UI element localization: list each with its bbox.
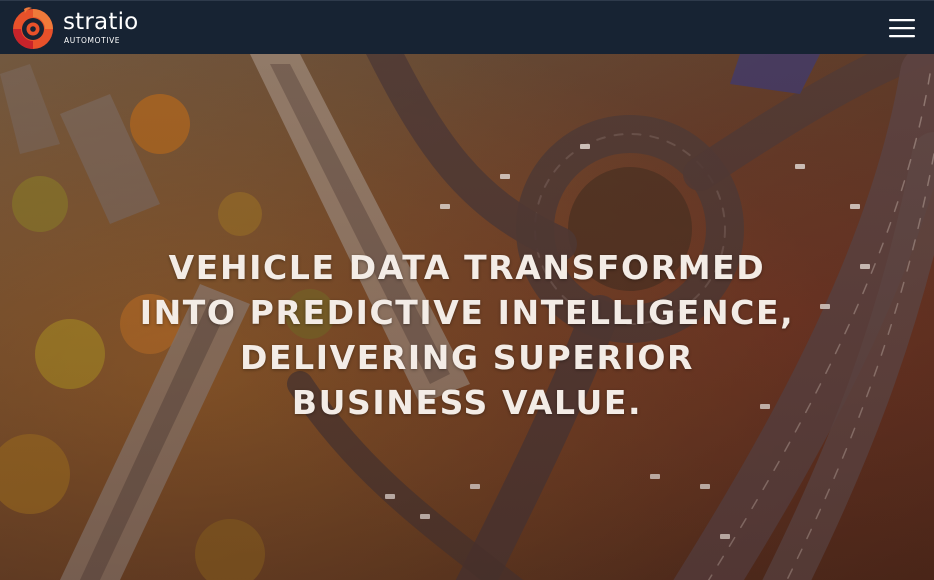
aerial-city-background-image — [0, 54, 934, 580]
brand-name: stratio — [63, 8, 139, 35]
stratio-logo-icon — [13, 6, 53, 49]
hamburger-menu-icon — [889, 18, 915, 37]
hero-color-overlay — [0, 54, 934, 580]
site-header: stratio AUTOMOTIVE — [0, 0, 934, 54]
brand-text: stratio AUTOMOTIVE — [63, 8, 139, 45]
brand-logo-link[interactable]: stratio AUTOMOTIVE — [10, 5, 138, 51]
hero-headline: VEHICLE DATA TRANSFORMED INTO PREDICTIVE… — [139, 248, 795, 422]
brand-tagline: AUTOMOTIVE — [64, 35, 121, 45]
menu-toggle-button[interactable] — [880, 6, 924, 50]
hero-section: VEHICLE DATA TRANSFORMED INTO PREDICTIVE… — [0, 54, 934, 580]
